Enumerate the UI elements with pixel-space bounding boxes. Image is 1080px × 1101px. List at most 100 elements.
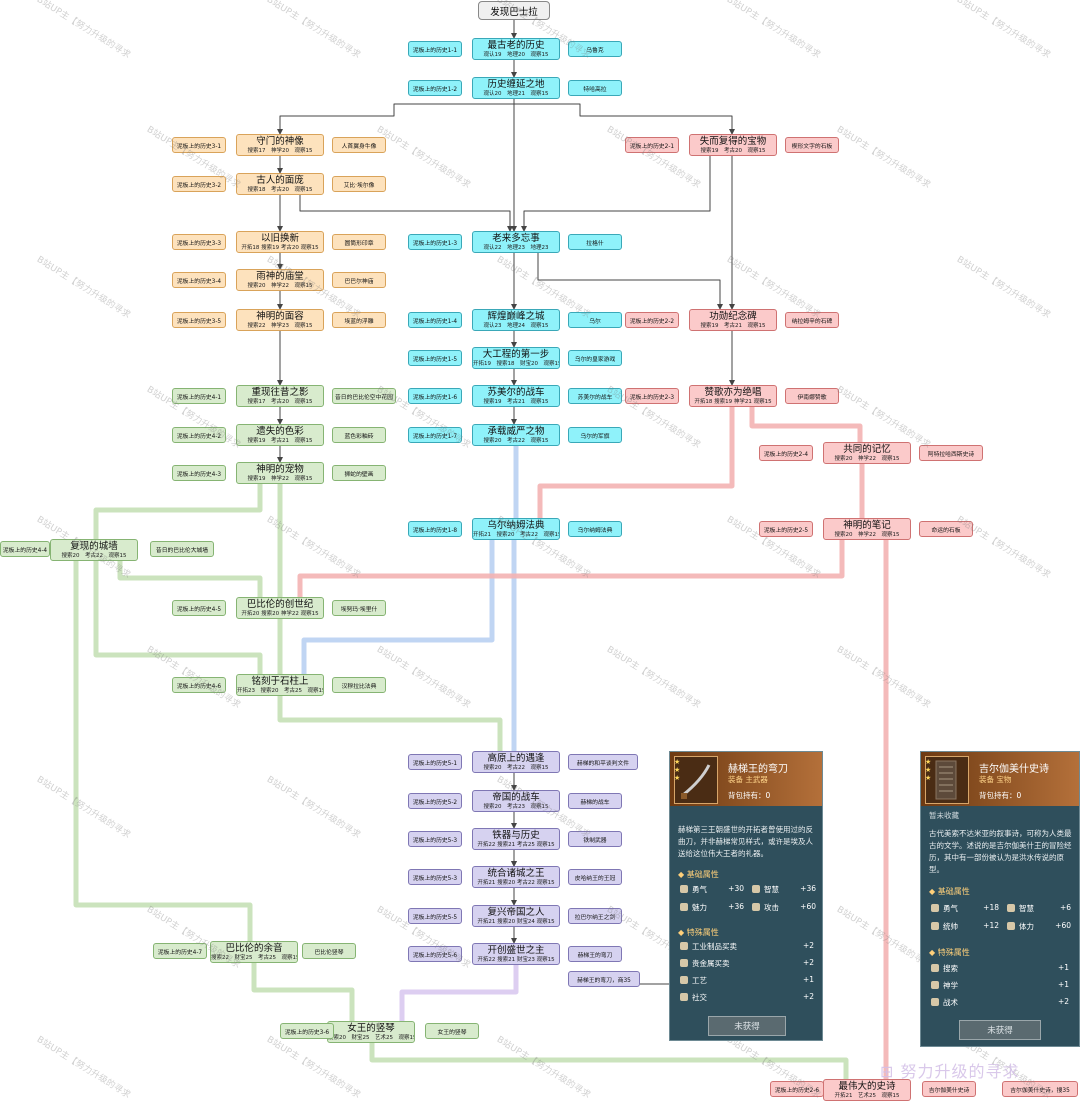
- tablet-label: 泥板上的历史4-3: [172, 465, 226, 481]
- node-requirements: 开拓21 搜索20 考古22 观察15: [473, 531, 560, 538]
- tablet-label: 拉巴尔纳王之剑: [568, 908, 622, 924]
- node-title: 巴比伦的创世纪: [246, 599, 314, 610]
- node-requirements: 搜索20 神学22 观察15: [247, 282, 313, 289]
- spec-value: +2: [802, 958, 814, 967]
- research-node[interactable]: 辉煌巅峰之城观认23 地理24 观察15: [472, 309, 560, 331]
- card-header: ★★★ 赫梯王的弯刀 装备 主武器 背包持有：0: [670, 752, 822, 806]
- social-icon: [680, 993, 688, 1001]
- research-node[interactable]: 大工程的第一步开拓19 搜索18 财宝20 观察15: [472, 347, 560, 369]
- node-requirements: 搜索20 神学22 观察15: [834, 531, 900, 538]
- rarity-stars-icon: ★★★: [674, 758, 681, 782]
- research-node[interactable]: 失而复得的宝物搜索19 考古20 观察15: [689, 134, 777, 156]
- connector-line: [521, 156, 711, 232]
- attr-wisdom: 智慧: [752, 884, 779, 895]
- node-title: 复现的城墙: [70, 541, 118, 552]
- node-title: 大工程的第一步: [482, 349, 550, 360]
- node-title: 古人的面庞: [256, 175, 304, 186]
- research-node[interactable]: 神明的面容搜索22 神学23 观察15: [236, 309, 324, 331]
- tablet-label: 泥板上的历史3-5: [172, 312, 226, 328]
- tablet-label: 赫梯的战车: [568, 793, 622, 809]
- research-node[interactable]: 开创盛世之主开拓22 搜索21 财宝23 观察15: [472, 943, 560, 965]
- tablet-label: 泥板上的历史5-1: [408, 754, 462, 770]
- tablet-label: 铁制武器: [568, 831, 622, 847]
- research-node[interactable]: 铭刻于石柱上开拓23 搜索20 考古25 观察15: [236, 674, 324, 696]
- node-title: 开创盛世之主: [487, 945, 545, 956]
- root-node-discover-basra[interactable]: 发现巴士拉: [478, 1, 550, 20]
- research-node[interactable]: 女王的竖琴搜索20 财宝25 艺术25 观察15: [327, 1021, 415, 1043]
- tablet-label: 泥板上的历史2-2: [625, 312, 679, 328]
- tablet-label: 泥板上的历史1-2: [408, 80, 462, 96]
- base-attr-title: ◆ 基础属性: [929, 887, 970, 896]
- node-requirements: 开拓22 搜索21 财宝23 观察15: [477, 956, 555, 963]
- connector-line: [537, 407, 735, 518]
- node-requirements: 搜索19 考古21 观察15: [483, 398, 549, 405]
- research-node[interactable]: 历史缠延之地观认20 地理21 观察15: [472, 77, 560, 99]
- tablet-label: 泥板上的历史4-6: [172, 677, 226, 693]
- research-node[interactable]: 乌尔纳姆法典开拓21 搜索20 考古22 观察15: [472, 518, 560, 540]
- research-node[interactable]: 巴比伦的余音搜索22 财宝25 考古25 观察15: [210, 941, 298, 963]
- node-title: 高原上的遇逢: [487, 753, 545, 764]
- tablet-label: 巴比伦竖琴: [302, 943, 356, 959]
- attr-value: +60: [800, 902, 816, 911]
- tablet-label: 泥板上的历史1-7: [408, 427, 462, 443]
- node-title: 遗失的色彩: [256, 426, 304, 437]
- connector-line: [73, 561, 253, 941]
- connector-line: [297, 540, 845, 597]
- research-node[interactable]: 神明的宠物搜索19 神学22 观察15: [236, 462, 324, 484]
- research-node[interactable]: 雨神的庙堂搜索20 神学22 观察15: [236, 269, 324, 291]
- research-node[interactable]: 老来多忘事观认22 地理23 地理23: [472, 231, 560, 253]
- tablet-label: 泥板上的历史3-2: [172, 176, 226, 192]
- node-requirements: 搜索17 考古20 观察15: [247, 398, 313, 405]
- research-node[interactable]: 遗失的色彩搜索19 考古21 观察15: [236, 424, 324, 446]
- research-node[interactable]: 复现的城墙搜索20 考古22 观察15: [50, 539, 138, 561]
- tablet-label: 泥板上的历史1-5: [408, 350, 462, 366]
- attr-attack: 攻击: [752, 902, 779, 913]
- tablet-label: 泥板上的历史2-5: [759, 521, 813, 537]
- research-node[interactable]: 重现往昔之影搜索17 考古20 观察15: [236, 385, 324, 407]
- research-node[interactable]: 苏美尔的战车搜索19 考古21 观察15: [472, 385, 560, 407]
- tablet-label: 泥板上的历史2-1: [625, 137, 679, 153]
- research-node[interactable]: 共同的记忆搜索20 神学22 观察15: [823, 442, 911, 464]
- node-title: 辉煌巅峰之城: [487, 311, 545, 322]
- tablet-label: 泥板上的历史4-1: [172, 388, 226, 404]
- node-title: 铭刻于石柱上: [251, 676, 309, 687]
- tablet-label: 命运的石板: [919, 521, 973, 537]
- node-title: 承载威严之物: [487, 426, 545, 437]
- research-node[interactable]: 古人的面庞搜索18 考古20 观察15: [236, 173, 324, 195]
- research-node[interactable]: 最古老的历史观认19 地理20 观察15: [472, 38, 560, 60]
- research-node[interactable]: 赞歌亦为绝唱开拓18 搜索19 神学21 观察15: [689, 385, 777, 407]
- node-requirements: 搜索20 考古22 观察15: [483, 437, 549, 444]
- research-node[interactable]: 以旧换新开拓18 搜索19 考古20 观察15: [236, 231, 324, 253]
- tablet-label: 狮蛇的壁画: [332, 465, 386, 481]
- collection-status: 暂未收藏: [929, 811, 959, 820]
- research-node[interactable]: 神明的笔记搜索20 神学22 观察15: [823, 518, 911, 540]
- search-icon: [931, 964, 939, 972]
- research-node[interactable]: 巴比伦的创世纪开拓20 搜索20 神学22 观察15: [236, 597, 324, 619]
- tablet-label: 泥板上的历史3-6: [280, 1023, 334, 1039]
- research-node[interactable]: 帝国的战车搜索20 考古23 观察15: [472, 790, 560, 812]
- research-node[interactable]: 统合诸城之王开拓21 搜索20 考古22 观察15: [472, 866, 560, 888]
- tablet-label: 泥板上的历史5-5: [408, 908, 462, 924]
- spec-metal-trade: 贵金属买卖: [680, 958, 730, 969]
- research-node[interactable]: 复兴帝国之人开拓21 搜索20 财宝24 观察15: [472, 905, 560, 927]
- tablet-label: 乌尔的军旗: [568, 427, 622, 443]
- rarity-stars-icon: ★★★: [925, 758, 932, 782]
- node-title: 帝国的战车: [492, 792, 540, 803]
- node-title: 以旧换新: [260, 233, 299, 244]
- not-obtained-button[interactable]: 未获得: [959, 1020, 1041, 1040]
- node-requirements: 开拓21 搜索20 财宝24 观察15: [477, 918, 555, 925]
- tablet-label: 乌尔纳姆法典: [568, 521, 622, 537]
- tablet-label: 阿特拉哈西斯史诗: [919, 445, 983, 461]
- spec-craft: 工艺: [680, 975, 707, 986]
- research-node[interactable]: 承载威严之物搜索20 考古22 观察15: [472, 424, 560, 446]
- tablet-label: 拉格什: [568, 234, 622, 250]
- tablet-label: 埃蓝的浮雕: [332, 312, 386, 328]
- research-node[interactable]: 高原上的遇逢搜索20 考古22 观察15: [472, 751, 560, 773]
- research-node[interactable]: 守门的神像搜索17 神学20 观察15: [236, 134, 324, 156]
- research-node[interactable]: 铁器与历史开拓22 搜索21 考古25 观察15: [472, 828, 560, 850]
- node-requirements: 搜索19 考古21 观察15: [700, 322, 766, 329]
- not-obtained-button[interactable]: 未获得: [708, 1016, 786, 1036]
- tablet-label: 乌尔的皇家游戏: [568, 350, 622, 366]
- node-requirements: 搜索19 考古20 观察15: [700, 147, 766, 154]
- research-node[interactable]: 功勋纪念碑搜索19 考古21 观察15: [689, 309, 777, 331]
